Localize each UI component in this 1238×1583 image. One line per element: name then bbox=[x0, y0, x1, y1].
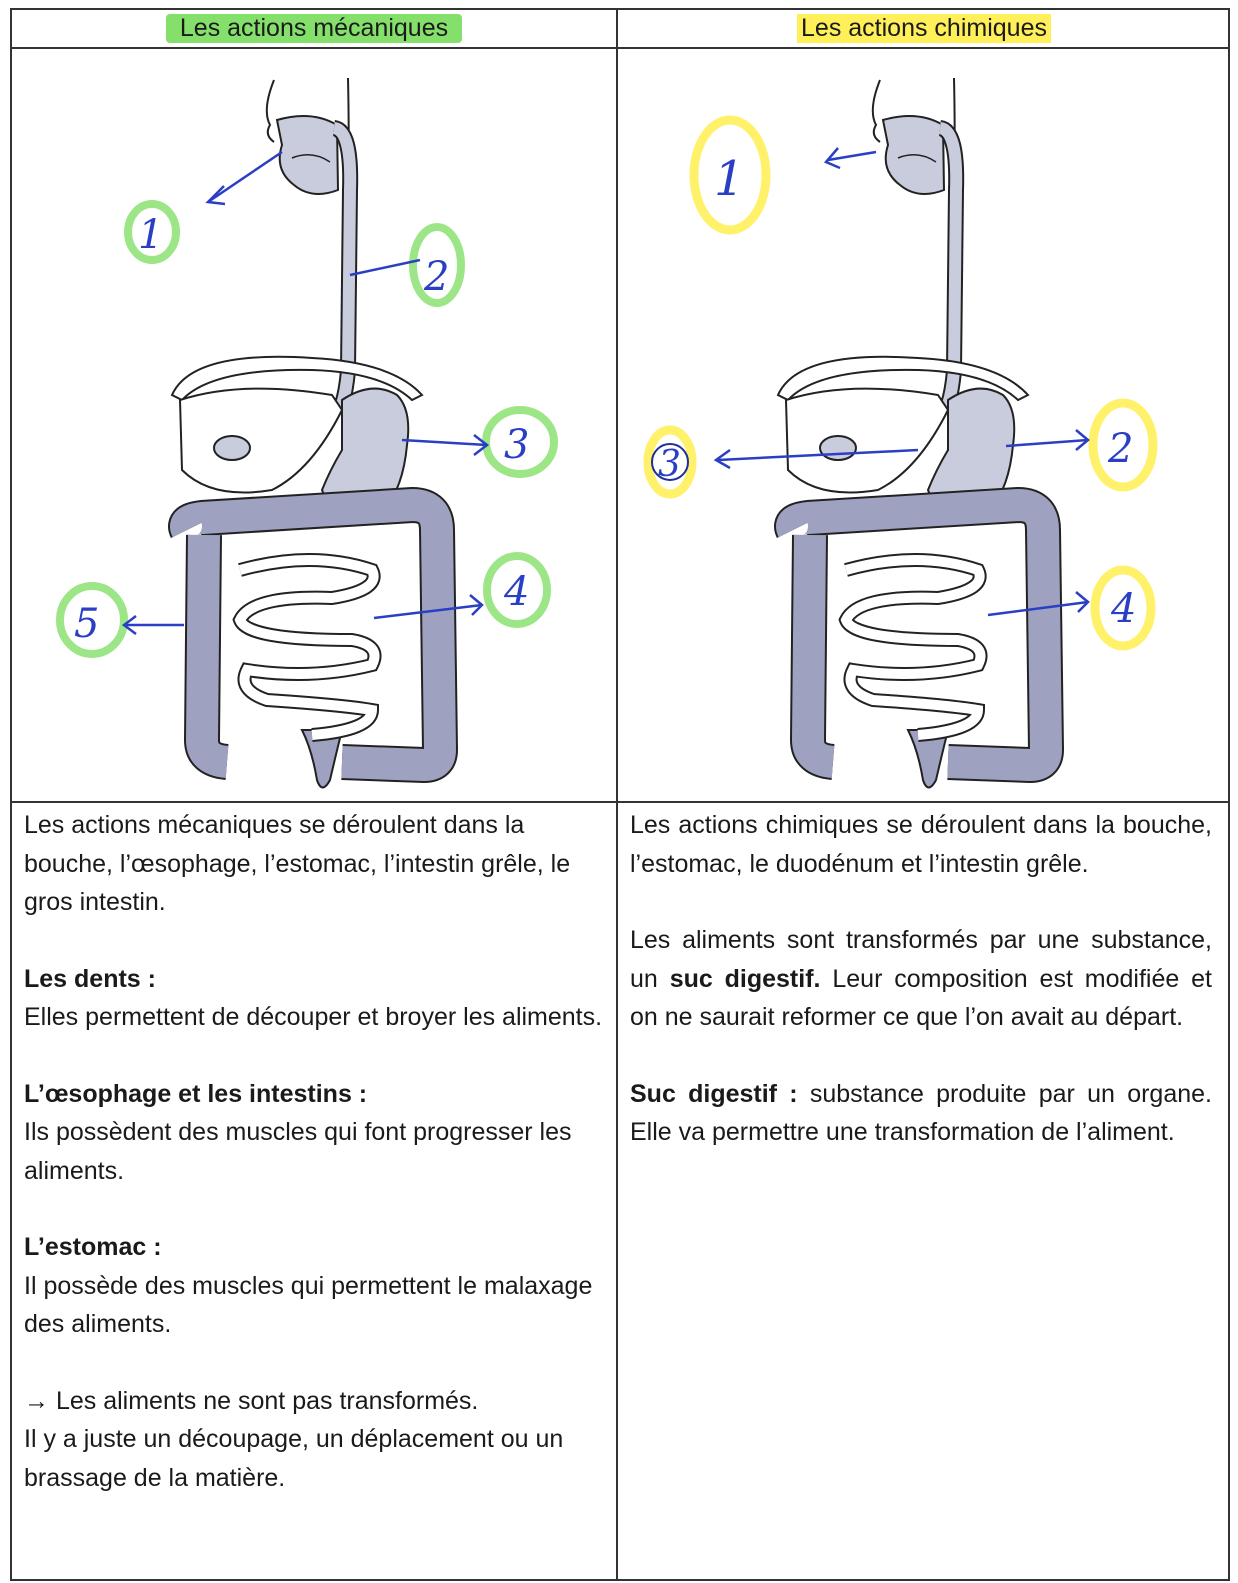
header-mechanical: Les actions mécaniques bbox=[12, 10, 616, 47]
chemical-intro: Les actions chimiques se déroulent dans … bbox=[630, 806, 1212, 883]
label-2: 2 bbox=[423, 254, 449, 300]
digestive-system-drawing bbox=[172, 78, 440, 788]
definition-term: Suc digestif : bbox=[630, 1080, 798, 1108]
chemical-transformation: Les aliments sont transformés par une su… bbox=[630, 921, 1212, 1037]
mechanical-text: Les actions mécaniques se déroulent dans… bbox=[24, 806, 604, 1535]
dents-section: Les dents : Elles permettent de découper… bbox=[24, 960, 604, 1037]
dents-title: Les dents : bbox=[24, 960, 604, 999]
row-divider bbox=[12, 801, 1228, 803]
header-mechanical-label: Les actions mécaniques bbox=[166, 14, 462, 43]
header-chemical: Les actions chimiques bbox=[618, 10, 1230, 47]
digestive-diagram-mechanical: 1 2 3 4 5 bbox=[12, 50, 616, 800]
label-3-chem: 3 bbox=[658, 444, 681, 485]
oesophage-text: Ils possèdent des muscles qui font progr… bbox=[24, 1118, 572, 1185]
label-1: 1 bbox=[138, 212, 163, 258]
conclusion-line-2: Il y a juste un découpage, un déplacemen… bbox=[24, 1425, 563, 1492]
suc-digestif-bold: suc digestif. bbox=[670, 965, 821, 993]
header-divider bbox=[12, 47, 1228, 49]
conclusion-line-1: Les aliments ne sont pas transformés. bbox=[49, 1387, 478, 1415]
oesophage-section: L’œsophage et les intestins : Ils possèd… bbox=[24, 1075, 604, 1191]
label-3: 3 bbox=[504, 422, 529, 468]
mechanical-intro: Les actions mécaniques se déroulent dans… bbox=[24, 806, 604, 922]
chemical-text: Les actions chimiques se déroulent dans … bbox=[630, 806, 1212, 1190]
conclusion-section: → Les aliments ne sont pas transformés. … bbox=[24, 1382, 604, 1498]
estomac-text: Il possède des muscles qui permettent le… bbox=[24, 1272, 592, 1339]
label-1-chem: 1 bbox=[714, 151, 745, 207]
estomac-section: L’estomac : Il possède des muscles qui p… bbox=[24, 1228, 604, 1344]
header-chemical-label: Les actions chimiques bbox=[797, 14, 1051, 43]
oesophage-title: L’œsophage et les intestins : bbox=[24, 1075, 604, 1114]
estomac-title: L’estomac : bbox=[24, 1228, 604, 1267]
definition: Suc digestif : substance produite par un… bbox=[630, 1075, 1212, 1152]
arrow-icon: → bbox=[24, 1387, 49, 1415]
label-5: 5 bbox=[74, 601, 99, 647]
digestive-system-illustration: 1 2 3 4 5 bbox=[12, 50, 616, 800]
comparison-table: Les actions mécaniques Les actions chimi… bbox=[10, 8, 1230, 1581]
label-4-chem: 4 bbox=[1110, 586, 1136, 632]
label-4: 4 bbox=[503, 569, 529, 615]
digestive-system-illustration-2: 1 2 3 4 bbox=[618, 50, 1230, 800]
digestive-diagram-chemical: 1 2 3 4 bbox=[618, 50, 1230, 800]
label-2-chem: 2 bbox=[1107, 426, 1133, 472]
dents-text: Elles permettent de découper et broyer l… bbox=[24, 1003, 602, 1031]
